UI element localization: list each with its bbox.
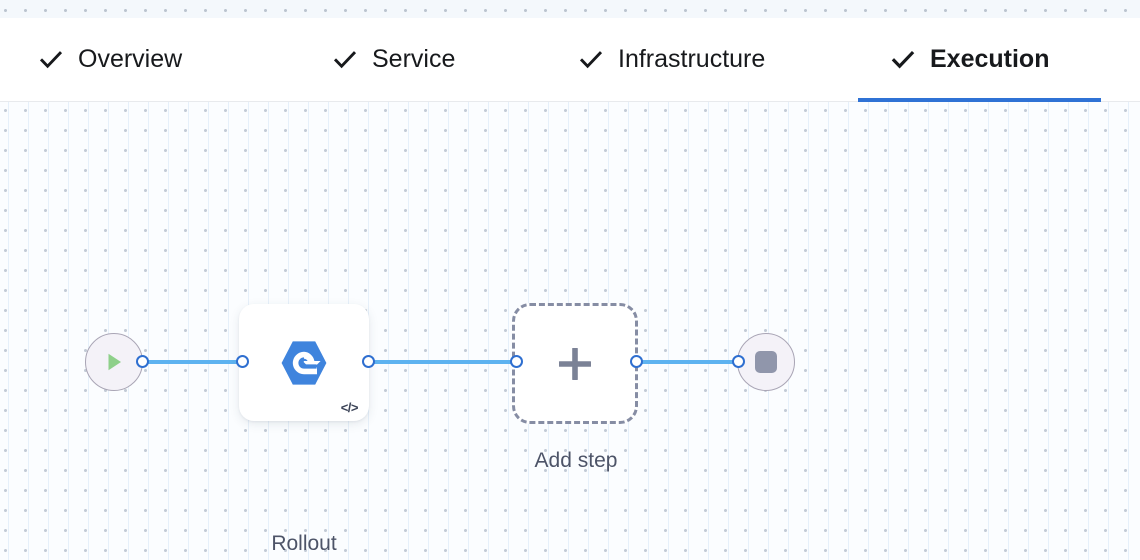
port-end-input[interactable] xyxy=(732,355,745,368)
add-step-label: Add step xyxy=(534,449,618,472)
pipeline-tab-bar: Overview Service xyxy=(0,18,1140,102)
edge-add-step-to-end[interactable] xyxy=(634,360,740,364)
check-icon xyxy=(332,47,358,73)
port-add-step-input[interactable] xyxy=(510,355,523,368)
port-rollout-input[interactable] xyxy=(236,355,249,368)
pipeline-end-node[interactable] xyxy=(737,333,795,391)
port-add-step-output[interactable] xyxy=(630,355,643,368)
code-icon[interactable]: </> xyxy=(340,400,359,415)
tab-infrastructure-label: Infrastructure xyxy=(618,45,766,73)
play-icon xyxy=(101,349,127,375)
rollout-deployment-icon xyxy=(239,335,369,391)
edge-rollout-to-add-step[interactable] xyxy=(366,360,518,364)
step-node-rollout-deployment-label: Rollout Deployment xyxy=(179,439,429,560)
tab-overview[interactable]: Overview xyxy=(38,18,182,101)
pipeline-graph: </> Rollout Deployment Add step xyxy=(0,102,1140,560)
add-step-node[interactable] xyxy=(512,303,638,424)
stop-icon xyxy=(755,351,777,373)
step-label-line-1: Rollout xyxy=(271,532,337,555)
pipeline-start-node[interactable] xyxy=(85,333,143,391)
edge-start-to-rollout[interactable] xyxy=(138,360,244,364)
port-rollout-output[interactable] xyxy=(362,355,375,368)
step-node-rollout-deployment[interactable]: </> xyxy=(239,304,369,421)
tab-overview-label: Overview xyxy=(78,45,183,73)
tab-execution-label: Execution xyxy=(930,45,1050,73)
check-icon xyxy=(578,47,604,73)
port-start-output[interactable] xyxy=(136,355,149,368)
tab-service[interactable]: Service xyxy=(332,18,455,101)
tab-infrastructure[interactable]: Infrastructure xyxy=(578,18,765,101)
tab-execution[interactable]: Execution xyxy=(858,18,1101,102)
plus-icon xyxy=(553,342,597,386)
tab-execution-underline xyxy=(858,98,1101,102)
check-icon xyxy=(38,47,64,73)
tab-service-label: Service xyxy=(372,45,456,73)
canvas-top-band xyxy=(0,0,1140,18)
check-icon xyxy=(890,47,916,73)
